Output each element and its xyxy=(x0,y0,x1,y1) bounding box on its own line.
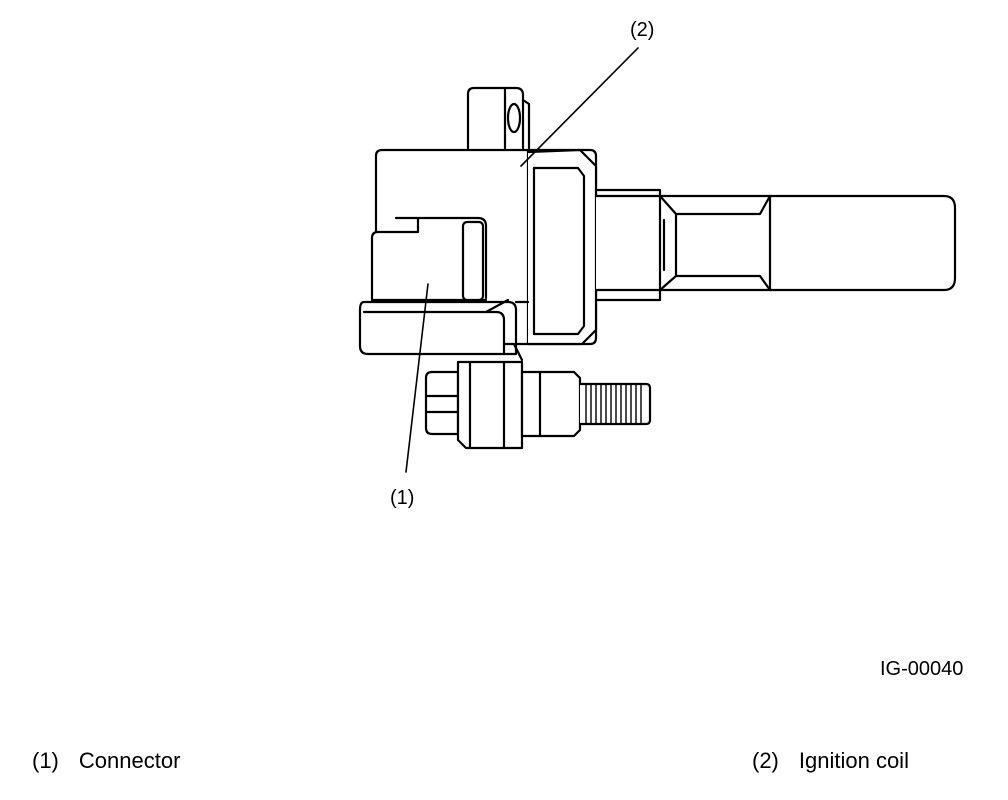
legend-number: (1) xyxy=(32,748,59,773)
callout-2: (2) xyxy=(630,19,655,41)
leader-line-1 xyxy=(405,283,429,473)
coil-boot xyxy=(594,188,957,302)
callout-1: (1) xyxy=(390,487,415,509)
legend-item-connector: (1) Connector xyxy=(32,750,180,772)
connector xyxy=(358,216,530,356)
leader-line-2 xyxy=(520,47,639,167)
legend-text: Ignition coil xyxy=(798,748,909,773)
legend-number: (2) xyxy=(752,748,779,773)
legend-text: Connector xyxy=(78,748,181,773)
legend-item-ignition-coil: (2) Ignition coil xyxy=(752,750,909,772)
figure-id: IG-00040 xyxy=(880,658,964,680)
spark-plug xyxy=(424,342,652,450)
